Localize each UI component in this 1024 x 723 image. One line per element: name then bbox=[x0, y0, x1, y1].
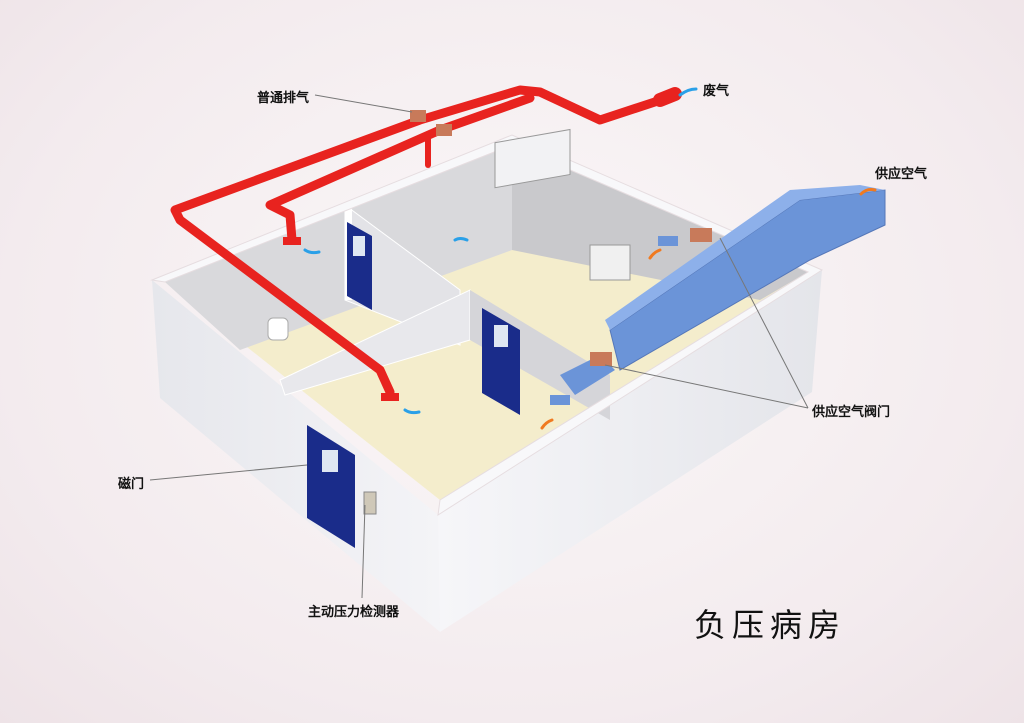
label-waste-gas: 废气 bbox=[703, 84, 730, 99]
magnetic-door[interactable] bbox=[307, 425, 355, 548]
label-supply-air-valve: 供应空气阀门 bbox=[812, 405, 891, 420]
supply-outlet bbox=[550, 395, 570, 405]
orange-arrow-icon bbox=[859, 188, 877, 196]
door-window bbox=[353, 236, 365, 256]
back-left-inner-wall bbox=[165, 145, 512, 350]
door-window bbox=[322, 450, 338, 472]
toilet bbox=[267, 317, 289, 341]
exhaust-valves bbox=[283, 110, 452, 401]
door-window bbox=[494, 325, 508, 347]
bed bbox=[494, 128, 571, 189]
supply-air-duct bbox=[550, 185, 886, 405]
blue-arrow-icon bbox=[453, 237, 469, 242]
airflow-arrows bbox=[303, 87, 877, 430]
supply-valve bbox=[690, 228, 712, 242]
orange-arrow-icon bbox=[648, 248, 662, 260]
supply-valve bbox=[590, 352, 612, 366]
exhaust-pipe-2 bbox=[265, 93, 535, 245]
doors bbox=[307, 222, 520, 548]
blue-arrow-icon bbox=[678, 87, 698, 97]
leader-lines bbox=[149, 94, 809, 599]
wall-rim bbox=[150, 134, 824, 517]
nightstand bbox=[589, 244, 631, 281]
supply-outlet bbox=[658, 236, 678, 246]
label-supply-air: 供应空气 bbox=[875, 167, 928, 182]
orange-arrow-icon bbox=[540, 418, 554, 430]
outer-right-wall bbox=[438, 270, 822, 632]
door-bathroom[interactable] bbox=[347, 222, 372, 310]
page-title: 负压病房 bbox=[694, 606, 847, 644]
outer-left-wall bbox=[152, 280, 440, 632]
blue-arrow-icon bbox=[403, 408, 421, 415]
exhaust-outlet bbox=[653, 87, 682, 107]
label-normal-exhaust: 普通排气 bbox=[257, 91, 310, 106]
blue-arrow-icon bbox=[303, 248, 321, 255]
door-ward[interactable] bbox=[482, 308, 520, 415]
pressure-detector-device bbox=[363, 491, 377, 515]
label-pressure-detector: 主动压力检测器 bbox=[308, 605, 400, 620]
label-magnetic-door: 磁门 bbox=[118, 477, 145, 492]
